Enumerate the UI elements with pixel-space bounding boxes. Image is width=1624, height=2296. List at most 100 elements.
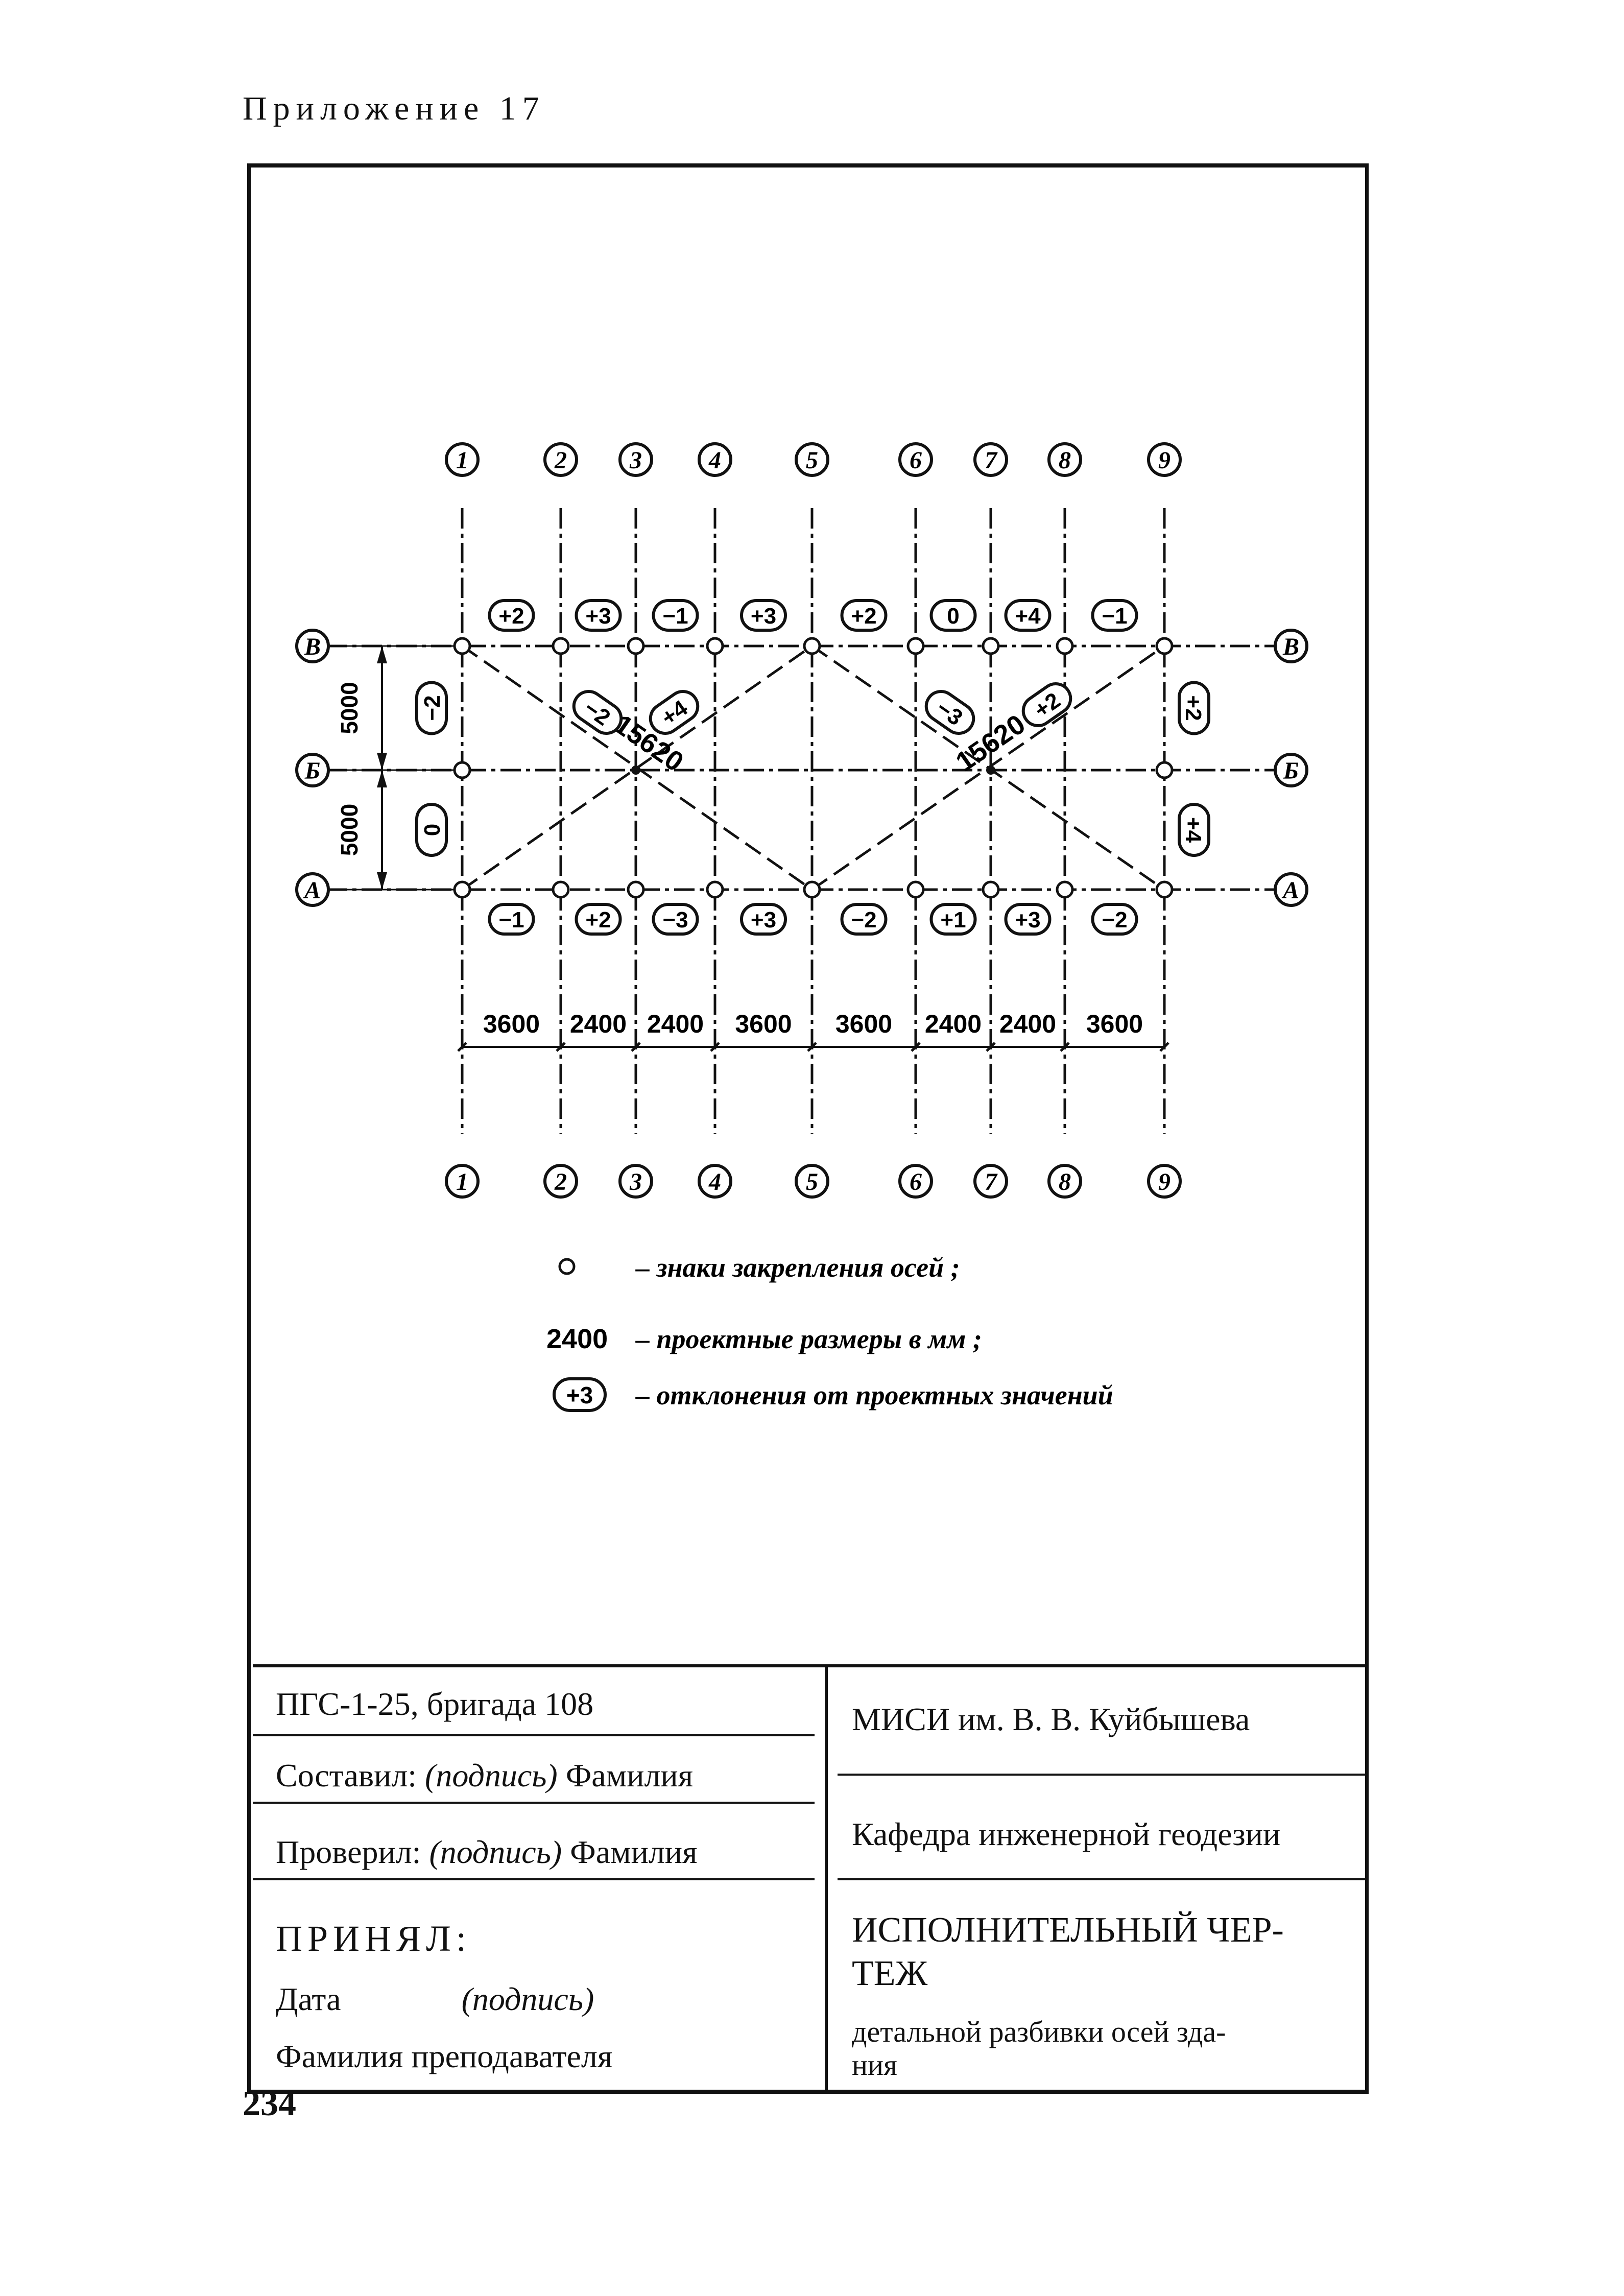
axis-bubble-circle <box>1274 629 1308 663</box>
axis-bubble-top-2: 2 <box>543 442 578 477</box>
deviation-box <box>840 903 888 936</box>
date-row: Дата (подпись) <box>276 1980 594 2018</box>
axis-bubble-bottom-2: 2 <box>543 1164 578 1199</box>
axis-bubble-circle <box>295 753 330 787</box>
axis-fixing-mark <box>453 637 471 655</box>
deviation-right: +4 <box>1178 803 1210 857</box>
axis-fixing-mark <box>1155 761 1174 779</box>
height-dimension-label: 5000 <box>336 682 363 734</box>
axis-bubble-label: 5 <box>806 447 818 474</box>
deviation-bottom: +1 <box>929 903 977 936</box>
page-number: 234 <box>243 2084 296 2123</box>
axis-bubble-circle <box>898 1164 933 1199</box>
axis-fixing-mark <box>706 637 724 655</box>
axis-bubble-label: 1 <box>456 1168 468 1195</box>
axis-fixing-mark <box>1155 637 1174 655</box>
checked-label: Проверил: <box>276 1834 421 1870</box>
axis-bubble-top-8: 8 <box>1047 442 1082 477</box>
compiled-row: Составил: (подпись) Фамилия <box>276 1757 693 1795</box>
axis-bubble-label: В <box>304 633 321 660</box>
dimension-arrow <box>377 770 387 787</box>
deviation-value: 0 <box>947 604 959 629</box>
deviation-value: +2 <box>851 604 876 629</box>
deviation-bottom: +2 <box>575 903 622 936</box>
legend-deviation-box <box>553 1377 607 1412</box>
axis-fixing-mark <box>982 880 1000 899</box>
axis-bubble-circle <box>698 1164 732 1199</box>
spacing-label: 3600 <box>483 1010 540 1038</box>
axis-bubble-top-5: 5 <box>795 442 829 477</box>
deviation-value: +3 <box>585 604 611 629</box>
axis-bubble-label: 3 <box>629 1168 642 1195</box>
axis-bubble-left-Б: Б <box>295 753 330 787</box>
drawing-frame <box>247 163 1369 2094</box>
deviation-box <box>740 903 787 936</box>
axis-bubble-label: 5 <box>806 1168 818 1195</box>
deviation-bottom: −3 <box>652 903 699 936</box>
axis-bubble-label: 2 <box>554 1168 567 1195</box>
axis-bubble-bottom-1: 1 <box>445 1164 480 1199</box>
axis-bubble-circle <box>698 442 732 477</box>
deviation-box <box>1004 903 1052 936</box>
deviation-value: +2 <box>1181 695 1206 721</box>
legend-mark-symbol <box>558 1258 576 1275</box>
spacing-label: 2400 <box>647 1010 704 1038</box>
axis-bubble-label: Б <box>1283 757 1299 784</box>
deviation-value: +2 <box>498 604 524 629</box>
axis-bubble-right-В: В <box>1274 629 1308 663</box>
deviation-top: +2 <box>840 599 888 632</box>
axis-bubble-label: А <box>303 877 321 904</box>
height-dimension-label: 5000 <box>336 804 363 856</box>
dimension-tick <box>911 1042 921 1052</box>
deviation-box <box>840 599 888 632</box>
axis-fixing-mark <box>1056 637 1074 655</box>
axis-bubble-top-4: 4 <box>698 442 732 477</box>
axis-bubble-circle <box>898 442 933 477</box>
axis-bubble-circle <box>973 442 1008 477</box>
dimension-tick <box>986 1042 996 1052</box>
axis-bubble-circle <box>973 1164 1008 1199</box>
axis-bubble-top-3: 3 <box>618 442 653 477</box>
spacing-label: 2400 <box>925 1010 982 1038</box>
deviation-bottom: −2 <box>840 903 888 936</box>
dimension-tick <box>457 1042 467 1052</box>
axis-intersection <box>631 766 640 775</box>
deviation-box <box>1004 599 1052 632</box>
axis-fixing-mark <box>982 637 1000 655</box>
deviation-top: 0 <box>929 599 977 632</box>
deviation-value: −1 <box>1102 604 1127 629</box>
axis-bubble-bottom-6: 6 <box>898 1164 933 1199</box>
axis-bubble-circle <box>295 629 330 663</box>
axis-bubble-circle <box>445 1164 480 1199</box>
deviation-box <box>1178 681 1210 735</box>
deviation-value: −2 <box>851 907 876 932</box>
axis-bubble-left-В: В <box>295 629 330 663</box>
deviation-value: +4 <box>1015 604 1041 629</box>
dimension-tick <box>807 1042 817 1052</box>
axis-fixing-mark <box>453 880 471 899</box>
axis-bubble-bottom-8: 8 <box>1047 1164 1082 1199</box>
deviation-value: +3 <box>1015 907 1040 932</box>
axis-fixing-marks <box>453 637 1174 899</box>
checked-name: Фамилия <box>570 1834 698 1870</box>
axis-bubble-label: А <box>1281 877 1299 904</box>
axis-bubble-label: 3 <box>629 447 642 474</box>
legend-text-deviations: – отклонения от проектных значений <box>635 1380 1113 1410</box>
deviation-box <box>929 903 977 936</box>
axis-fixing-mark <box>453 761 471 779</box>
doc-title-line1: ИСПОЛНИТЕЛЬНЫЙ ЧЕР- <box>852 1910 1284 1950</box>
spacing-label: 3600 <box>835 1010 892 1038</box>
compiled-signature: (подпись) <box>425 1757 558 1793</box>
deviation-value: +2 <box>585 907 611 932</box>
doc-subtitle-line1: детальной разбивки осей зда- <box>852 2015 1226 2048</box>
legend-text-dimensions: – проектные размеры в мм ; <box>635 1324 982 1354</box>
deviation-box <box>1091 599 1138 632</box>
axis-bubble-bottom-9: 9 <box>1147 1164 1182 1199</box>
axis-bubble-label: 8 <box>1059 447 1071 474</box>
axis-bubble-bottom-7: 7 <box>973 1164 1008 1199</box>
axis-bubble-label: 6 <box>910 447 922 474</box>
deviation-value: 0 <box>420 824 445 836</box>
axis-fixing-mark <box>552 880 570 899</box>
